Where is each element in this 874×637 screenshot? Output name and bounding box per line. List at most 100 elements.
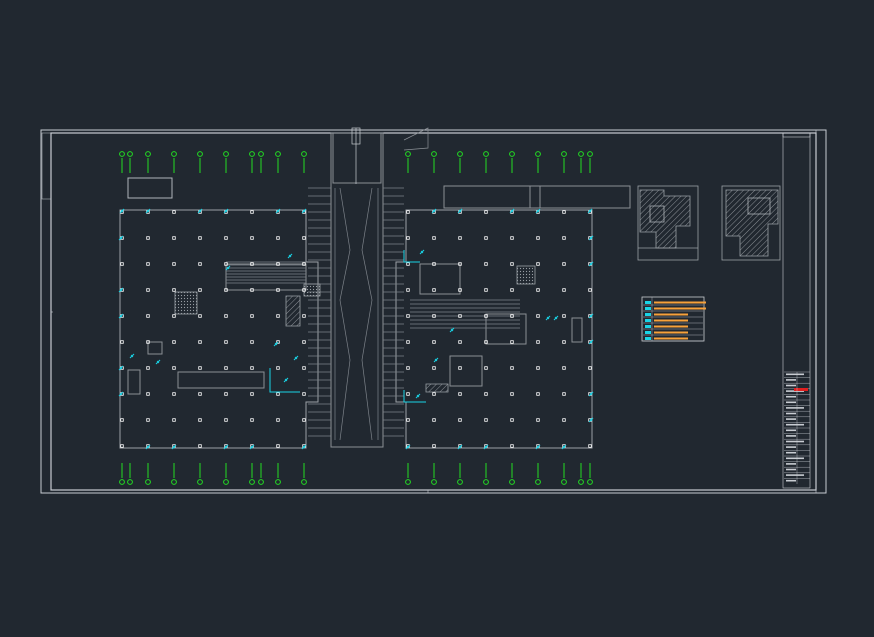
column: [562, 236, 566, 240]
column: [302, 288, 306, 292]
column: [432, 366, 436, 370]
central-ramps: [226, 187, 520, 441]
column: [224, 366, 228, 370]
column: [172, 314, 176, 318]
left-block-outline: [119, 209, 319, 449]
title-block-text: [786, 407, 804, 409]
column: [536, 418, 540, 422]
sprinkler-head: [146, 445, 150, 449]
sprinkler-head: [119, 366, 123, 370]
column: [198, 366, 202, 370]
column: [432, 314, 436, 318]
column: [276, 392, 280, 396]
legend-text-bar: [654, 313, 688, 316]
column: [562, 366, 566, 370]
axis-bubble: [587, 151, 593, 157]
title-block-text: [786, 440, 804, 443]
column: [484, 236, 488, 240]
title-block-text: [786, 435, 796, 437]
annex-box: [127, 177, 173, 199]
axis-bubble: [145, 479, 151, 485]
axis-bubble: [145, 151, 151, 157]
column: [250, 418, 254, 422]
floor-plan: [119, 127, 631, 449]
column: [406, 340, 410, 344]
column: [172, 340, 176, 344]
axis-bubble: [127, 479, 133, 485]
column: [172, 210, 176, 214]
title-block-text: [786, 463, 796, 465]
column: [510, 418, 514, 422]
sprinkler-pipe: [403, 390, 426, 403]
column: [458, 366, 462, 370]
sprinkler-head: [119, 288, 123, 292]
title-block: [782, 132, 811, 489]
sprinkler-head: [284, 378, 288, 382]
column: [120, 340, 124, 344]
axis-bubble: [405, 479, 411, 485]
column: [276, 262, 280, 266]
column: [250, 262, 254, 266]
column: [224, 314, 228, 318]
column: [458, 418, 462, 422]
column: [484, 314, 488, 318]
sprinkler-head: [119, 314, 123, 318]
sprinkler-head: [536, 445, 540, 449]
title-block-text: [786, 474, 804, 476]
title-block-text: [786, 379, 796, 381]
column: [146, 288, 150, 292]
column: [406, 210, 410, 214]
title-block-text: [786, 451, 796, 454]
column: [146, 262, 150, 266]
structural-columns: [120, 210, 592, 448]
axis-bubble: [578, 479, 584, 485]
axis-bubble: [457, 151, 463, 157]
column: [510, 444, 514, 448]
column: [458, 262, 462, 266]
sprinkler-head: [484, 445, 488, 449]
legend-symbol: [645, 307, 651, 310]
axis-bubble: [587, 479, 593, 485]
axis-bubble: [197, 151, 203, 157]
title-block-text: [786, 412, 796, 415]
title-block-rows: [784, 371, 810, 484]
column: [198, 418, 202, 422]
column: [458, 392, 462, 396]
axis-bubble: [457, 479, 463, 485]
column: [510, 392, 514, 396]
column: [276, 236, 280, 240]
column: [250, 210, 254, 214]
column: [484, 340, 488, 344]
column: [224, 236, 228, 240]
sprinkler-head: [546, 316, 550, 320]
column: [198, 314, 202, 318]
sprinkler-head: [198, 209, 202, 213]
axis-bubble: [509, 479, 515, 485]
column: [406, 288, 410, 292]
sprinkler-head: [250, 445, 254, 449]
title-block-text: [786, 418, 796, 420]
column: [536, 262, 540, 266]
column: [198, 392, 202, 396]
column: [406, 236, 410, 240]
legend-text-bar: [654, 307, 706, 310]
column: [406, 418, 410, 422]
sprinkler-head: [589, 314, 593, 318]
column: [536, 340, 540, 344]
column: [588, 288, 592, 292]
column: [302, 314, 306, 318]
axis-bubble: [431, 479, 437, 485]
sprinkler-head: [119, 392, 123, 396]
sprinkler-heads: [118, 208, 594, 450]
column: [224, 288, 228, 292]
sprinkler-head: [420, 250, 424, 254]
column: [536, 314, 540, 318]
axis-bubble: [197, 479, 203, 485]
axis-bubble: [483, 151, 489, 157]
column: [250, 288, 254, 292]
axis-bubble: [223, 479, 229, 485]
column: [224, 392, 228, 396]
column: [432, 418, 436, 422]
